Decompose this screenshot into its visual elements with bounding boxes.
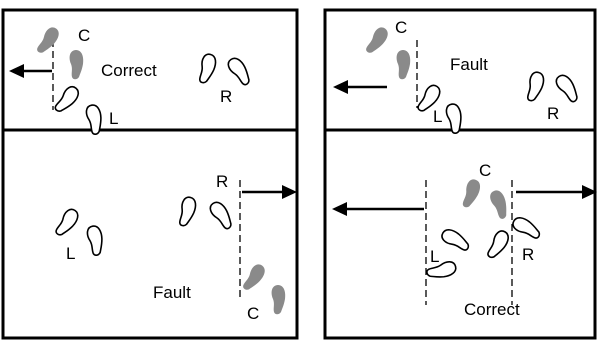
footprint-outline-icon	[196, 52, 219, 86]
footprint-outline-icon	[509, 213, 544, 242]
arrow-head	[332, 202, 347, 216]
footprint-outline-icon	[52, 206, 82, 240]
label-c: C	[247, 304, 259, 323]
footprint-outline-icon	[524, 70, 547, 104]
footprint-solid-icon	[271, 285, 286, 315]
label-r: R	[220, 87, 232, 106]
label-c: C	[78, 26, 90, 45]
footprint-outline-icon	[85, 224, 106, 257]
label-r: R	[216, 172, 228, 191]
footprint-solid-icon	[459, 177, 483, 210]
arrow-head	[582, 185, 597, 199]
arrow-head	[333, 80, 348, 94]
footprint-outline-icon	[438, 225, 473, 254]
footprint-solid-icon	[396, 50, 411, 80]
footprint-solid-icon	[34, 24, 62, 57]
label-l: L	[433, 107, 442, 126]
panel-bottom-left: R L Fault C	[52, 172, 297, 323]
footprint-solid-icon	[488, 188, 512, 221]
panel-top-left: C Correct R L	[9, 24, 255, 136]
footprint-outline-icon	[552, 71, 583, 105]
footprint-outline-icon	[206, 198, 237, 232]
label-l: L	[430, 247, 439, 266]
status-label: Fault	[153, 283, 191, 302]
footprint-outline-icon	[176, 195, 199, 229]
left-panel-frame	[1, 8, 299, 340]
right-panel-frame	[323, 8, 597, 340]
footprint-outline-icon	[484, 227, 513, 262]
footprint-solid-icon	[363, 24, 391, 57]
label-l: L	[109, 109, 118, 128]
status-label: Correct	[101, 61, 157, 80]
label-c: C	[395, 18, 407, 37]
panel-top-right: C Fault L R	[333, 18, 583, 135]
label-c: C	[479, 161, 491, 180]
arrow-head	[9, 64, 24, 78]
status-label: Fault	[450, 55, 488, 74]
footprint-solid-icon	[69, 50, 84, 80]
footprint-solid-icon	[240, 261, 268, 294]
label-r: R	[547, 104, 559, 123]
panel-bottom-right: C L R Correct	[332, 161, 597, 319]
status-label: Correct	[464, 300, 520, 319]
footprint-outline-icon	[224, 54, 255, 88]
footprint-outline-icon	[51, 83, 83, 117]
label-l: L	[66, 244, 75, 263]
label-r: R	[522, 245, 534, 264]
arrow-head	[282, 185, 297, 199]
